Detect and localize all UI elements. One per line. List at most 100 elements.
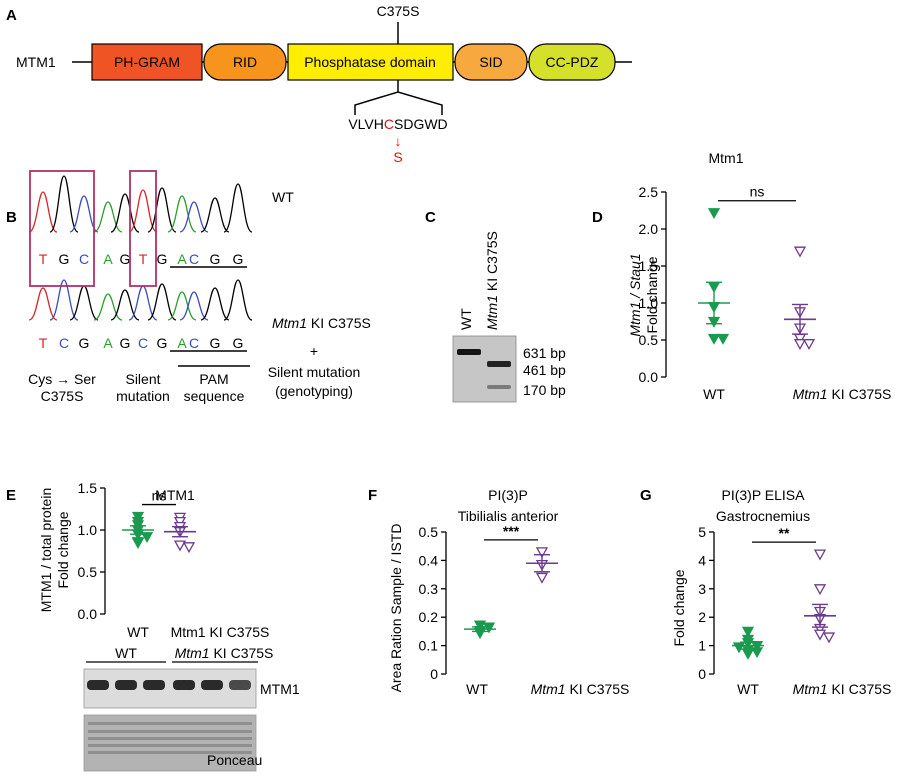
band-size-170: 170 bp xyxy=(523,382,566,398)
domain-label-phosphatase: Phosphatase domain xyxy=(304,54,436,70)
protein-band xyxy=(87,680,109,690)
ponceau-band xyxy=(88,722,252,725)
domain-ph-gram xyxy=(91,43,203,81)
base-call: C xyxy=(189,251,199,267)
y-tick-label: 0 xyxy=(698,666,706,682)
ponceau-bands xyxy=(88,722,252,754)
ponceau-band xyxy=(88,744,252,747)
ponceau-label: Ponceau xyxy=(207,752,262,768)
data-point xyxy=(732,642,746,654)
base-call: G xyxy=(157,251,168,267)
chart-e-xlabel-wt: WT xyxy=(127,624,149,640)
base-call: G xyxy=(157,335,168,351)
trace-peak-c xyxy=(179,291,209,321)
trace-peak-g xyxy=(223,183,253,233)
y-tick-label: 0.5 xyxy=(419,524,439,540)
data-point xyxy=(182,542,196,554)
y-tick-label: 0.4 xyxy=(419,552,439,568)
chart-d-mtm1-expression: Mtm1 Mtm1 / Stau1 Fold change WT Mtm1 KI… xyxy=(627,150,891,402)
panel-letter-f: F xyxy=(368,487,377,504)
base-call: G xyxy=(233,251,244,267)
base-call: C xyxy=(138,335,148,351)
domain-label-sid: SID xyxy=(479,54,502,70)
plus-sign: + xyxy=(310,343,318,359)
domain-sid xyxy=(454,43,528,81)
motif-bracket xyxy=(354,91,443,115)
base-call: C xyxy=(59,335,69,351)
gel-lane-label-ki: Mtm1 KI C375S xyxy=(484,231,500,330)
base-call: T xyxy=(39,335,48,351)
data-point xyxy=(473,620,487,632)
base-call: G xyxy=(210,251,221,267)
protein-band xyxy=(201,680,223,690)
chart-f-title: PI(3)P xyxy=(488,487,528,503)
y-tick-label: 0.1 xyxy=(419,638,439,654)
panel-letter-e: E xyxy=(6,487,16,504)
base-call: G xyxy=(120,251,131,267)
caption-silent-line1: Silent xyxy=(125,371,160,387)
panel-e-western-blot: WT Mtm1 KI C375S MTM1 Ponceau xyxy=(83,645,300,772)
data-point xyxy=(535,572,549,584)
base-call: G xyxy=(79,335,90,351)
base-call: A xyxy=(103,335,113,351)
mutation-site-label: C375S xyxy=(377,3,420,19)
caption-pam-line2: sequence xyxy=(184,388,245,404)
y-tick-label: 0.0 xyxy=(78,606,98,622)
data-point xyxy=(793,339,807,351)
panel-letter-b: B xyxy=(6,209,17,226)
data-point xyxy=(813,584,827,596)
data-point xyxy=(707,333,721,345)
trace-peak-g xyxy=(200,287,230,321)
chart-g-title: PI(3)P ELISA xyxy=(721,487,805,503)
ponceau-band xyxy=(88,737,252,740)
y-tick-label: 0.0 xyxy=(639,369,659,385)
chart-f-subtitle: Tibilialis anterior xyxy=(458,508,559,524)
chart-g-subtitle: Gastrocnemius xyxy=(716,508,810,524)
chart-e-mtm1-protein: MTM1 MTM1 / total protein Fold change WT… xyxy=(38,480,269,640)
protein-band xyxy=(173,680,195,690)
trace-peak-g xyxy=(147,283,177,321)
y-tick-label: 2.0 xyxy=(639,221,659,237)
data-point xyxy=(813,549,827,561)
protein-band xyxy=(115,680,137,690)
trace-peak-g xyxy=(147,187,177,233)
trace-peak-g xyxy=(49,175,79,233)
caption-silent-line2: mutation xyxy=(116,388,170,404)
trace-peak-g xyxy=(200,197,230,233)
data-point xyxy=(802,339,816,351)
ponceau-band xyxy=(88,751,252,754)
mutation-box-c375s xyxy=(29,170,95,287)
base-call: G xyxy=(233,335,244,351)
data-point xyxy=(707,208,721,220)
y-tick-label: 0.5 xyxy=(78,564,98,580)
chart-g-xlabel-wt: WT xyxy=(737,681,759,697)
wt-trace-label: WT xyxy=(272,189,294,205)
y-tick-label: 0.5 xyxy=(639,332,659,348)
data-point xyxy=(741,626,755,638)
data-point xyxy=(741,648,755,660)
significance-label: ns xyxy=(750,184,765,200)
panel-letter-a: A xyxy=(6,7,17,24)
ki-trace-label: Mtm1 KI C375S xyxy=(272,315,371,331)
trace-peak-g xyxy=(110,289,140,321)
base-call: T xyxy=(39,251,48,267)
band-size-461: 461 bp xyxy=(523,362,566,378)
blot-group-label-wt: WT xyxy=(115,645,137,661)
trace-peak-t xyxy=(28,287,58,321)
y-tick-label: 1.0 xyxy=(78,522,98,538)
chart-g-pi3p-elisa: PI(3)P ELISA Gastrocnemius Fold change W… xyxy=(671,487,891,697)
significance-label: ** xyxy=(779,525,790,541)
y-tick-label: 1 xyxy=(698,638,706,654)
chart-f-xlabel-ki: Mtm1 KI C375S xyxy=(531,681,630,697)
domain-label-cc-pdz: CC-PDZ xyxy=(546,54,599,70)
trace-peak-c xyxy=(69,195,99,233)
protein-band xyxy=(229,680,251,690)
trace-peak-t xyxy=(128,189,158,233)
domain-phosphatase xyxy=(287,43,454,81)
base-call: G xyxy=(210,335,221,351)
y-tick-label: 0.3 xyxy=(419,581,439,597)
y-tick-label: 2 xyxy=(698,609,706,625)
chart-f-ylabel: Area Ration Sample / ISTD xyxy=(388,524,404,693)
ponceau-band xyxy=(88,730,252,733)
base-call: G xyxy=(59,251,70,267)
